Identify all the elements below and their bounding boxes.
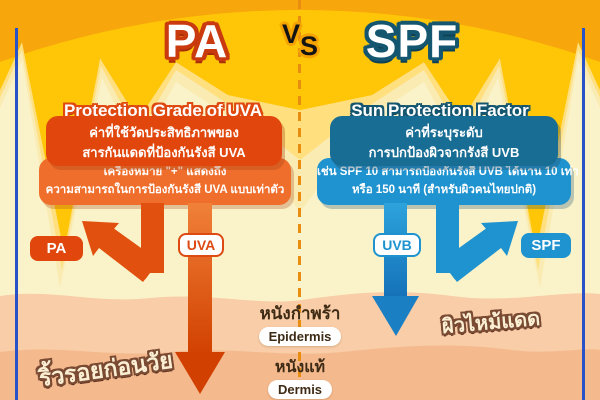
uvb-down-arrow-icon (372, 203, 419, 336)
left-panel-title: Protection Grade of UVA (63, 101, 263, 120)
header-spf-wordmark: SPF (365, 15, 459, 67)
header-vs-wordmark: VS (268, 19, 332, 61)
vs-letter-s: S (300, 31, 319, 61)
spf-example-line: เช่น SPF 10 สามารถป้องกันรังสี UVB ได้นา… (317, 166, 579, 178)
dermis-label: หนังแท้ Dermis (230, 355, 370, 399)
uva-chip: UVA (178, 233, 224, 257)
uvb-definition-box: ค่าที่ระบุระดับ การปกป้องผิวจากรังสี UVB (330, 116, 558, 166)
uvb-chip: UVB (373, 233, 421, 257)
uva-definition-line: สารกันแดดที่ป้องกันรังสี UVA (82, 144, 246, 160)
header-pa-wordmark: PA (165, 15, 229, 67)
left-border-line (15, 28, 18, 400)
uvb-definition-line: ค่าที่ระบุระดับ (405, 125, 483, 140)
pa-note-line: เครื่องหมาย "+" แสดงถึง (103, 166, 227, 178)
pa-reflect-arrow-icon (82, 203, 164, 282)
epidermis-latin-pill: Epidermis (258, 327, 342, 346)
spf-example-line: หรือ 150 นาที (สำหรับผิวคนไทยปกติ) (351, 183, 537, 196)
uvb-definition-line: การปกป้องผิวจากรังสี UVB (368, 144, 520, 160)
epidermis-label: หนังกำพร้า Epidermis (225, 300, 375, 346)
vs-letter-v: V (281, 19, 300, 49)
right-panel-title: Sun Protection Factor (351, 101, 529, 120)
dermis-latin-pill: Dermis (267, 380, 333, 399)
dermis-thai-label: หนังแท้ (274, 359, 326, 376)
epidermis-thai-label: หนังกำพร้า (259, 304, 341, 323)
uva-definition-line: ค่าที่ใช้วัดประสิทธิภาพของ (89, 125, 239, 140)
center-dashed-divider (298, 0, 301, 400)
pa-chip: PA (30, 236, 83, 261)
uva-definition-box: ค่าที่ใช้วัดประสิทธิภาพของ สารกันแดดที่ป… (46, 116, 282, 166)
spf-chip: SPF (521, 233, 571, 258)
uva-down-arrow-icon (175, 203, 225, 394)
pa-note-line: ความสามารถในการป้องกันรังสี UVA แบบเท่าต… (45, 183, 285, 196)
right-border-line (582, 28, 585, 400)
spf-reflect-arrow-icon (436, 203, 518, 282)
